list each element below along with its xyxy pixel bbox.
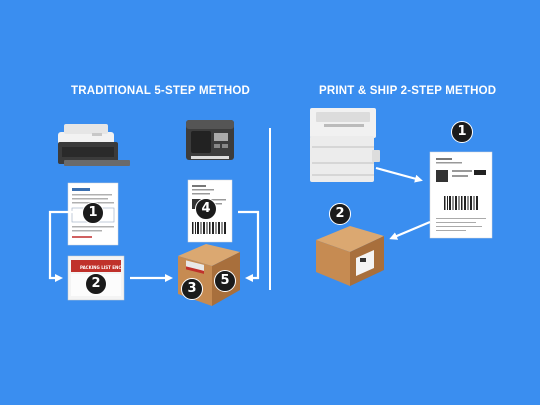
packing-list-label: PACKING LIST ENCLOSED bbox=[80, 265, 122, 270]
step-badge-3: 3 bbox=[181, 278, 203, 300]
step-badge-1: 1 bbox=[82, 202, 104, 224]
step-badge-ps-1: 1 bbox=[451, 121, 473, 143]
step-badge-2: 2 bbox=[85, 273, 107, 295]
office-printer-icon bbox=[310, 108, 380, 182]
step-badge-ps-2: 2 bbox=[329, 203, 351, 225]
step-badge-4: 4 bbox=[195, 198, 217, 220]
cardboard-box-icon-right bbox=[316, 226, 384, 286]
combined-label-sheet-icon bbox=[429, 151, 493, 239]
print-ship-method-heading: PRINT & SHIP 2-STEP METHOD bbox=[319, 85, 497, 97]
traditional-method-heading: TRADITIONAL 5-STEP METHOD bbox=[71, 85, 250, 97]
flow-arrows-print-ship bbox=[375, 166, 431, 240]
desktop-laser-printer-icon bbox=[58, 124, 130, 166]
thermal-label-printer-icon bbox=[186, 120, 234, 160]
step-badge-5: 5 bbox=[214, 270, 236, 292]
flow-arrows-traditional bbox=[48, 210, 260, 282]
